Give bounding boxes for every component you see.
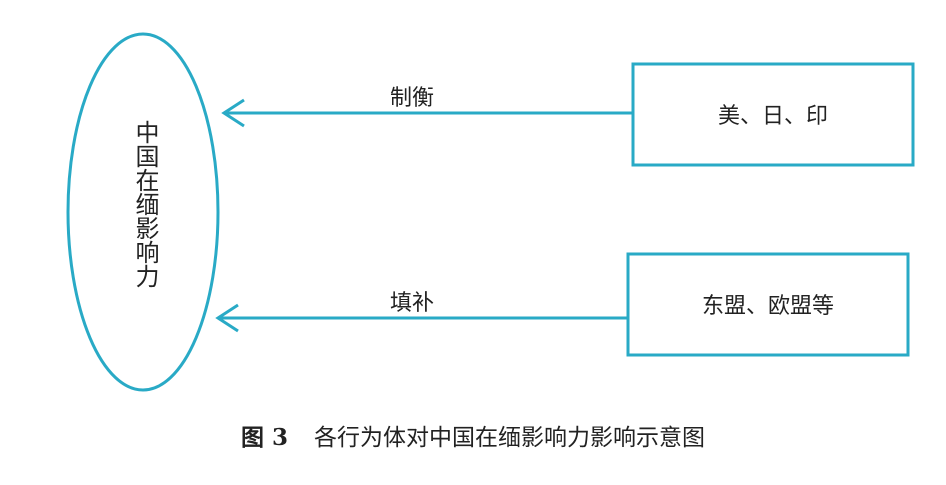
box-asean-eu <box>626 252 910 357</box>
diagram-canvas <box>66 32 915 392</box>
figure-number: 图 3 <box>240 424 288 451</box>
center-node-label: 中国在缅影响力 <box>131 120 159 288</box>
arrowhead-top <box>221 98 245 128</box>
node-label-us-jp-in: 美、日、印 <box>717 104 828 129</box>
figure-caption: 图 3 各行为体对中国在缅影响力影响示意图 <box>0 418 946 452</box>
center-ellipse <box>66 32 220 392</box>
figure-caption-text: 各行为体对中国在缅影响力影响示意图 <box>314 425 705 451</box>
arrowhead-bottom <box>215 303 239 333</box>
edge-label-balance: 制衡 <box>390 86 435 111</box>
node-label-asean-eu: 东盟、欧盟等 <box>701 294 834 319</box>
edge-label-fill: 填补 <box>390 291 435 316</box>
